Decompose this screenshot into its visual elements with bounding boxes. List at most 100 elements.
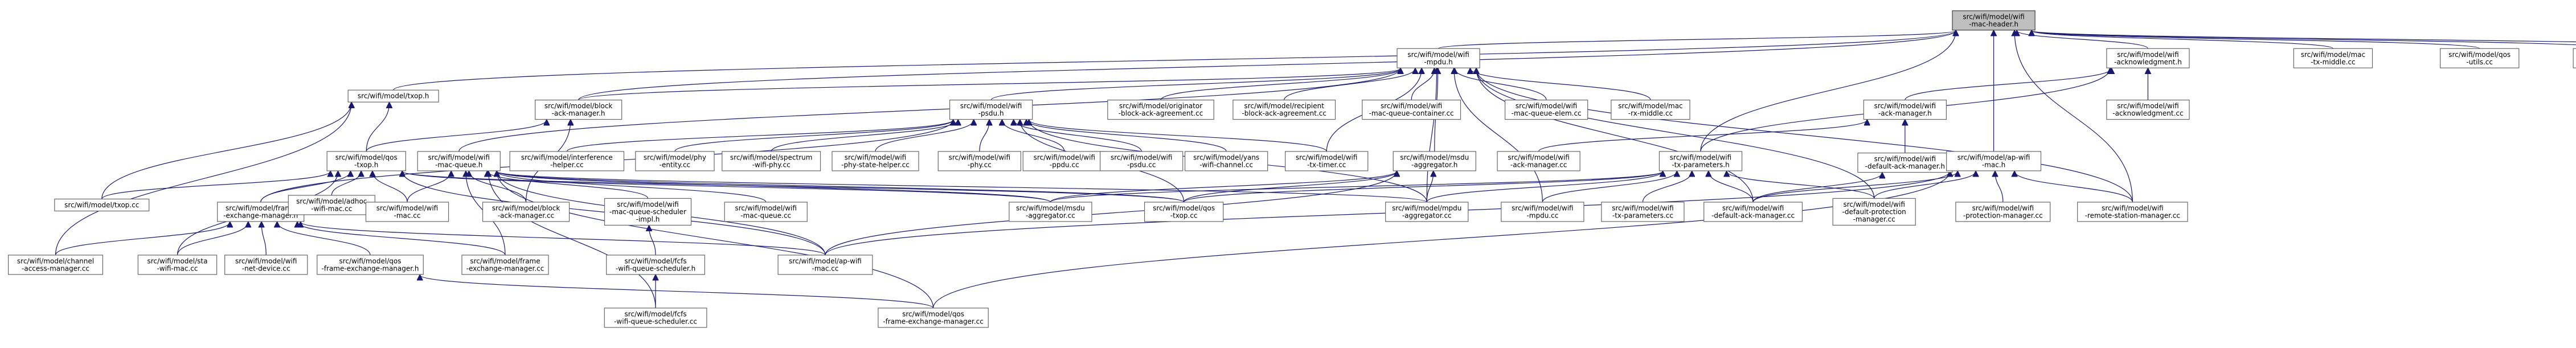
edge-mac-header-cc-includes-mac-header-h — [2032, 31, 2576, 46]
node-fcfs-scheduler-cc[interactable]: src/wifi/model/fcfs-wifi-queue-scheduler… — [604, 308, 707, 328]
node-qos-utils-cc[interactable]: src/wifi/model/qos-utils.cc — [2440, 48, 2520, 68]
node-label-line: src/wifi/model/spectrum — [730, 153, 813, 161]
node-label-line: -frame-exchange-manager.h — [321, 264, 419, 272]
node-label-line: src/wifi/model/frame — [470, 257, 540, 265]
node-psdu-h[interactable]: src/wifi/model/wifi-psdu.h — [949, 99, 1033, 120]
node-tx-timer-cc[interactable]: src/wifi/model/wifi-tx-timer.cc — [1285, 151, 1369, 171]
node-box — [2440, 48, 2520, 68]
edge-phy-state-helper-cc-includes-psdu-h — [875, 120, 974, 152]
edge-msdu-aggregator-cc-includes-mac-queue-h — [497, 171, 1051, 203]
node-label-line: -wifi-queue-scheduler.h — [616, 264, 695, 272]
node-label-line: -mac-queue.cc — [740, 211, 791, 219]
node-box — [326, 151, 406, 171]
node-label-line: -protection-manager.cc — [1963, 211, 2043, 219]
node-mac-queue-cc[interactable]: src/wifi/model/wifi-mac-queue.cc — [724, 202, 808, 222]
edge-recipient-bar-cc-includes-mpdu-h — [1284, 68, 1415, 100]
node-box — [635, 151, 715, 171]
node-mpdu-cc[interactable]: src/wifi/model/wifi-mpdu.cc — [1501, 202, 1584, 222]
node-label-line: src/wifi/model/wifi — [1874, 155, 1936, 163]
node-mac-queue-h[interactable]: src/wifi/model/wifi-mac-queue.h — [417, 151, 501, 171]
node-acknowledgment-h[interactable]: src/wifi/model/wifi-acknowledgment.h — [2106, 48, 2190, 68]
node-box — [461, 255, 549, 275]
node-frame-exchange-manager-cc[interactable]: src/wifi/model/frame-exchange-manager.cc — [461, 255, 549, 275]
edge-default-protection-manager-cc-includes-ap-wifi-mac-h — [1874, 171, 1976, 199]
node-label-line: -aggregator.h — [1411, 161, 1457, 169]
node-fcfs-scheduler-h[interactable]: src/wifi/model/fcfs-wifi-queue-scheduler… — [606, 255, 706, 275]
node-phy-state-helper-cc[interactable]: src/wifi/model/wifi-phy-state-helper.cc — [832, 151, 919, 171]
node-phy-cc[interactable]: src/wifi/model/wifi-phy.cc — [937, 151, 1021, 171]
node-label-line: src/wifi/model/ap-wifi — [789, 257, 862, 265]
node-label-line: -exchange-manager.cc — [466, 264, 544, 272]
node-box — [1611, 99, 1690, 120]
node-mac-header-h[interactable]: src/wifi/model/wifi-mac-header.h — [1952, 10, 2036, 31]
node-ack-manager-h[interactable]: src/wifi/model/wifi-ack-manager.h — [1863, 99, 1947, 120]
node-protection-manager-cc[interactable]: src/wifi/model/wifi-protection-manager.c… — [1955, 202, 2051, 222]
edge-fcfs-scheduler-h-includes-mac-queue-scheduler-impl-h — [649, 226, 656, 255]
node-label-line: src/wifi/model/wifi — [960, 102, 1022, 110]
node-mac-cc[interactable]: src/wifi/model/wifi-mac.cc — [365, 202, 449, 222]
node-qos-txop-cc[interactable]: src/wifi/model/qos-txop.cc — [1144, 202, 1224, 222]
node-label-line: src/wifi/model/txop.h — [358, 92, 429, 100]
node-qos-frame-exchange-manager-h[interactable]: src/wifi/model/qos-frame-exchange-manage… — [317, 255, 424, 275]
edge-qos-txop-cc-includes-msdu-aggregator-h — [1183, 171, 1397, 203]
node-label-line: -helper.cc — [550, 161, 584, 169]
node-yans-wifi-channel-cc[interactable]: src/wifi/model/yans-wifi-channel.cc — [1185, 151, 1268, 171]
node-mac-tx-middle-cc[interactable]: src/wifi/model/mac-tx-middle.cc — [2293, 48, 2373, 68]
node-label-line: src/wifi/model/wifi — [1843, 200, 1905, 208]
node-ap-wifi-mac-h[interactable]: src/wifi/model/ap-wifi-mac.h — [1946, 151, 2042, 171]
node-interference-helper-cc[interactable]: src/wifi/model/interference-helper.cc — [509, 151, 625, 171]
edge-mac-cc-includes-qos-txop-h — [372, 171, 408, 202]
edge-mac-queue-h-includes-mpdu-h — [458, 68, 1400, 152]
node-label-line: -entity.cc — [660, 161, 690, 169]
node-label-line: -wifi-mac.cc — [157, 264, 198, 272]
node-default-ack-manager-cc[interactable]: src/wifi/model/wifi-default-ack-manager.… — [1703, 202, 1803, 222]
node-mac-queue-elem-cc[interactable]: src/wifi/model/wifi-mac-queue-elem.cc — [1505, 99, 1588, 120]
node-box — [224, 255, 308, 275]
node-box — [1952, 10, 2036, 31]
node-acknowledgment-cc[interactable]: src/wifi/model/wifi-acknowledgment.cc — [2106, 99, 2190, 120]
node-label-line: -default-protection — [1842, 208, 1906, 216]
node-sta-wifi-mac-cc[interactable]: src/wifi/model/sta-wifi-mac.cc — [137, 255, 218, 275]
node-net-device-cc[interactable]: src/wifi/model/wifi-net-device.cc — [224, 255, 308, 275]
node-label-line: -tx-middle.cc — [2311, 58, 2355, 66]
node-originator-bar-cc[interactable]: src/wifi/model/originator-block-ack-agre… — [1107, 99, 1214, 120]
node-mac-queue-container-cc[interactable]: src/wifi/model/wifi-mac-queue-container.… — [1362, 99, 1461, 120]
node-box — [604, 198, 692, 226]
node-msdu-aggregator-cc[interactable]: src/wifi/model/msdu-aggregator.cc — [1009, 202, 1092, 222]
node-box — [365, 202, 449, 222]
node-mac-header-cc[interactable]: src/wifi/model/wifi-mac-header.cc — [2573, 48, 2576, 68]
node-default-ack-manager-h[interactable]: src/wifi/model/wifi-default-ack-manager.… — [1857, 152, 1953, 173]
edge-ack-manager-h-includes-acknowledgment-h — [1905, 68, 2112, 100]
node-box — [1946, 151, 2042, 171]
node-qos-frame-exchange-manager-cc[interactable]: src/wifi/model/qos-frame-exchange-manage… — [878, 308, 989, 328]
node-recipient-bar-cc[interactable]: src/wifi/model/recipient-block-ack-agree… — [1232, 99, 1336, 120]
edge-mac-queue-elem-cc-includes-mpdu-h — [1455, 68, 1547, 100]
node-txop-h[interactable]: src/wifi/model/txop.h — [347, 89, 439, 103]
node-psdu-cc[interactable]: src/wifi/model/wifi-psdu.cc — [1100, 151, 1183, 171]
node-box — [1497, 151, 1580, 171]
node-mac-rx-middle-cc[interactable]: src/wifi/model/mac-rx-middle.cc — [1611, 99, 1690, 120]
node-txop-cc[interactable]: src/wifi/model/txop.cc — [54, 198, 150, 212]
node-qos-txop-h[interactable]: src/wifi/model/qos-txop.h — [326, 151, 406, 171]
node-ack-manager-cc[interactable]: src/wifi/model/wifi-ack-manager.cc — [1497, 151, 1580, 171]
node-label-line: src/wifi/model/block — [544, 102, 613, 110]
node-label-line: -acknowledgment.h — [2114, 58, 2182, 66]
node-mpdu-h[interactable]: src/wifi/model/wifi-mpdu.h — [1396, 48, 1480, 68]
node-mpdu-aggregator-cc[interactable]: src/wifi/model/mpdu-aggregator.cc — [1385, 202, 1469, 222]
node-label-line: src/wifi/model/wifi — [1612, 204, 1673, 212]
node-adhoc-wifi-mac-cc[interactable]: src/wifi/model/adhoc-wifi-mac.cc — [288, 195, 375, 215]
node-ppdu-cc[interactable]: src/wifi/model/wifi-ppdu.cc — [1022, 151, 1106, 171]
node-remote-station-manager-cc[interactable]: src/wifi/model/wifi-remote-station-manag… — [2077, 202, 2188, 222]
node-spectrum-wifi-phy-cc[interactable]: src/wifi/model/spectrum-wifi-phy.cc — [722, 151, 821, 171]
node-tx-parameters-h[interactable]: src/wifi/model/wifi-tx-parameters.h — [1658, 151, 1743, 171]
node-block-ack-manager-h[interactable]: src/wifi/model/block-ack-manager.h — [535, 99, 623, 120]
node-msdu-aggregator-h[interactable]: src/wifi/model/msdu-aggregator.h — [1393, 151, 1476, 171]
node-block-ack-manager-cc[interactable]: src/wifi/model/block-ack-manager.cc — [482, 202, 570, 222]
node-phy-entity-cc[interactable]: src/wifi/model/phy-entity.cc — [635, 151, 715, 171]
node-default-protection-manager-cc[interactable]: src/wifi/model/wifi-default-protection-m… — [1832, 198, 1916, 226]
node-ap-wifi-mac-cc[interactable]: src/wifi/model/ap-wifi-mac.cc — [777, 255, 873, 275]
node-tx-parameters-cc[interactable]: src/wifi/model/wifi-tx-parameters.cc — [1601, 202, 1685, 222]
node-mac-queue-scheduler-impl-h[interactable]: src/wifi/model/wifi-mac-queue-scheduler-… — [604, 198, 692, 226]
node-channel-access-manager-cc[interactable]: src/wifi/model/channel-access-manager.cc — [8, 255, 104, 275]
